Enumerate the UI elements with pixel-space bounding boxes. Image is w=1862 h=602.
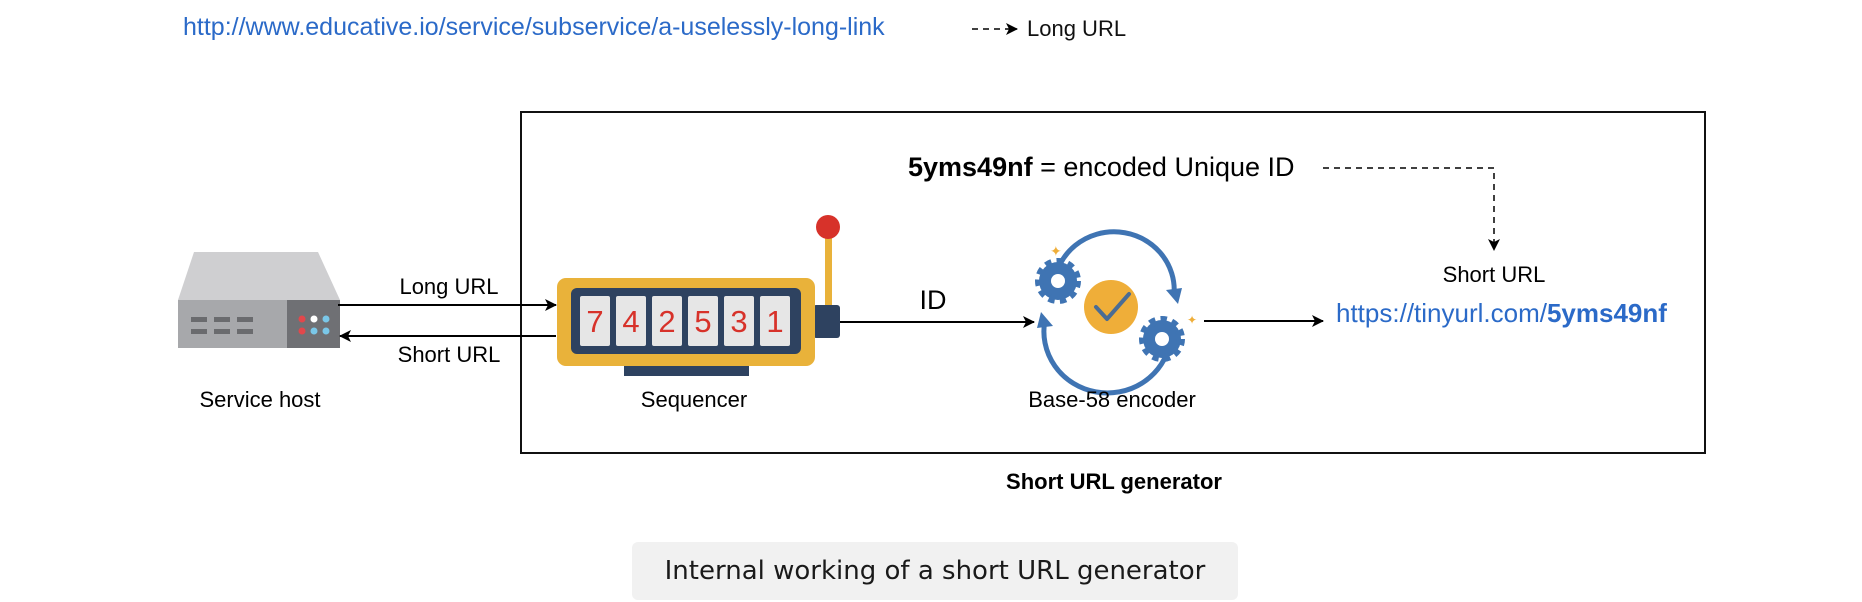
server-icon (178, 252, 340, 348)
short-url-id: 5yms49nf (1547, 298, 1667, 328)
sequencer-digit: 1 (766, 304, 783, 339)
long-url-arrow-label: Long URL (399, 274, 498, 299)
short-url-link[interactable]: https://tinyurl.com/5yms49nf (1336, 298, 1667, 328)
sequencer-reel (688, 296, 718, 346)
sequencer-label: Sequencer (641, 387, 747, 412)
long-url-link[interactable]: http://www.educative.io/service/subservi… (183, 13, 885, 41)
sequencer-reel (580, 296, 610, 346)
sequencer-reel (616, 296, 646, 346)
sequencer-digit: 2 (658, 304, 675, 339)
figure-caption: Internal working of a short URL generato… (632, 542, 1238, 600)
encoded-id-dashed-arrow (1323, 167, 1500, 251)
short-url-prefix: https://tinyurl.com/ (1336, 298, 1548, 328)
sequencer-digit: 7 (586, 304, 603, 339)
short-url-return-label: Short URL (398, 342, 501, 367)
svg-text:✦: ✦ (1187, 313, 1197, 327)
encoded-id-description: = encoded Unique ID (1033, 152, 1295, 182)
id-arrow-label: ID (920, 285, 947, 315)
short-url-generator-box (520, 111, 1706, 454)
sequencer-reel (760, 296, 790, 346)
encoded-id: 5yms49nf (908, 152, 1034, 182)
sequencer-reel (724, 296, 754, 346)
sequencer-digit: 4 (622, 304, 639, 339)
encoder-label: Base-58 encoder (1028, 387, 1196, 412)
sequencer-digit: 3 (730, 304, 747, 339)
base58-encoder-icon: ✦ ✦ (1035, 229, 1197, 396)
figure-caption-text: Internal working of a short URL generato… (664, 556, 1206, 586)
encoded-id-note: 5yms49nf = encoded Unique ID (908, 152, 1295, 182)
sequencer-icon (557, 215, 840, 376)
service-host-label: Service host (199, 387, 320, 412)
sequencer-reel (652, 296, 682, 346)
svg-text:✦: ✦ (1050, 243, 1062, 259)
short-url-label: Short URL (1443, 262, 1546, 287)
sequencer-digit: 5 (694, 304, 711, 339)
generator-label: Short URL generator (1006, 469, 1222, 494)
long-url-label: Long URL (1027, 16, 1126, 41)
